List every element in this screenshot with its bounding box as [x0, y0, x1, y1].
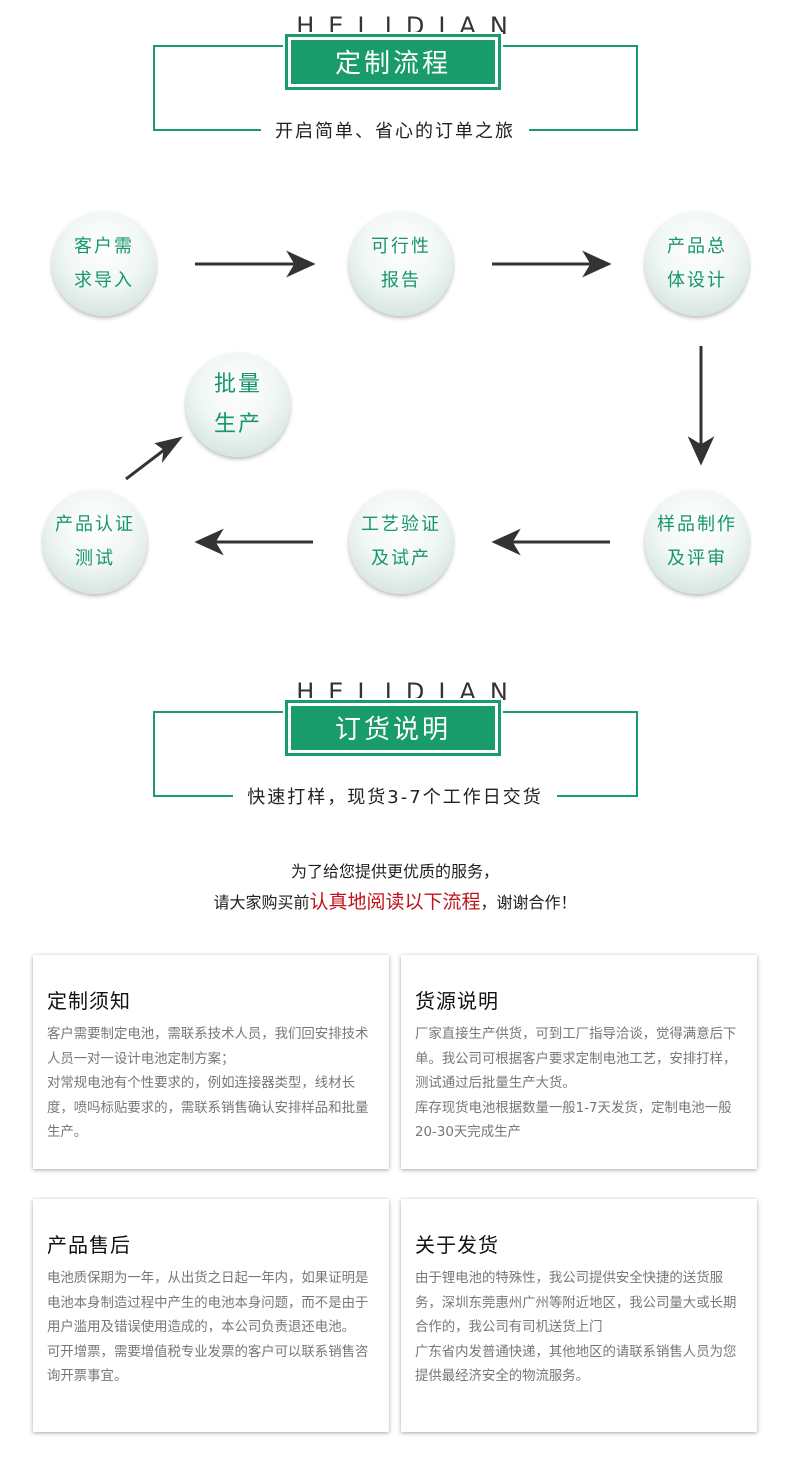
arrow-head-right-2	[582, 250, 612, 278]
arrow-diagonal	[125, 445, 169, 481]
arrow-head-left-1	[491, 528, 521, 556]
notice-line-1: 为了给您提供更优质的服务，	[290, 862, 499, 881]
title-box: 定制流程	[283, 32, 503, 92]
card-title: 关于发货	[415, 1233, 499, 1257]
arrow-head-down	[687, 436, 715, 466]
step-feasibility-report: 可行性报告	[349, 212, 453, 316]
notice-highlight: 认真地阅读以下流程	[309, 891, 481, 913]
section-subtitle: 开启简单、省心的订单之旅	[0, 117, 790, 143]
arrow-head-right-1	[286, 250, 316, 278]
notice-line-2: 请大家购买前认真地阅读以下流程，谢谢合作！	[213, 891, 577, 913]
arrow-head-left-2	[194, 528, 224, 556]
card-body: 电池质保期为一年，从出货之日起一年内，如果证明是电池本身制造过程中产生的电池本身…	[47, 1271, 369, 1384]
card-supply-source: 货源说明 厂家直接生产供货，可到工厂指导洽谈，觉得满意后下单。我公司可根据客户要…	[401, 955, 757, 1169]
arrow-head-diagonal	[154, 436, 183, 464]
title-box: 订货说明	[283, 698, 503, 758]
step-sample-review: 样品制作及评审	[645, 490, 749, 594]
card-after-sales: 产品售后 电池质保期为一年，从出货之日起一年内，如果证明是电池本身制造过程中产生…	[33, 1199, 389, 1432]
card-body: 由于锂电池的特殊性，我公司提供安全快捷的送货服务，深圳东莞惠州广州等附近地区，我…	[415, 1271, 737, 1384]
card-body: 客户需要制定电池，需联系技术人员，我们回安排技术人员一对一设计电池定制方案； 对…	[47, 1027, 369, 1140]
card-title: 定制须知	[47, 989, 131, 1013]
flow-arrows	[125, 250, 715, 556]
card-body: 厂家直接生产供货，可到工厂指导洽谈，觉得满意后下单。我公司可根据客户要求定制电池…	[415, 1027, 737, 1140]
card-shipping: 关于发货 由于锂电池的特殊性，我公司提供安全快捷的送货服务，深圳东莞惠州广州等附…	[401, 1199, 757, 1432]
section-title: 定制流程	[291, 40, 495, 84]
section-subtitle: 快速打样，现货3-7个工作日交货	[0, 783, 790, 809]
card-custom-notice: 定制须知 客户需要制定电池，需联系技术人员，我们回安排技术人员一对一设计电池定制…	[33, 955, 389, 1169]
card-title: 货源说明	[415, 989, 499, 1013]
step-mass-production: 批量生产	[186, 353, 290, 457]
section-header-process: HELIDIAN 定制流程 开启简单、省心的订单之旅	[0, 12, 790, 157]
step-overall-design: 产品总体设计	[645, 212, 749, 316]
card-title: 产品售后	[47, 1233, 131, 1257]
step-certification-test: 产品认证测试	[43, 490, 147, 594]
section-header-ordering: HELIDIAN 订货说明 快速打样，现货3-7个工作日交货	[0, 678, 790, 823]
step-customer-requirements: 客户需求导入	[52, 212, 156, 316]
step-process-validation: 工艺验证及试产	[349, 490, 453, 594]
section-title: 订货说明	[291, 706, 495, 750]
